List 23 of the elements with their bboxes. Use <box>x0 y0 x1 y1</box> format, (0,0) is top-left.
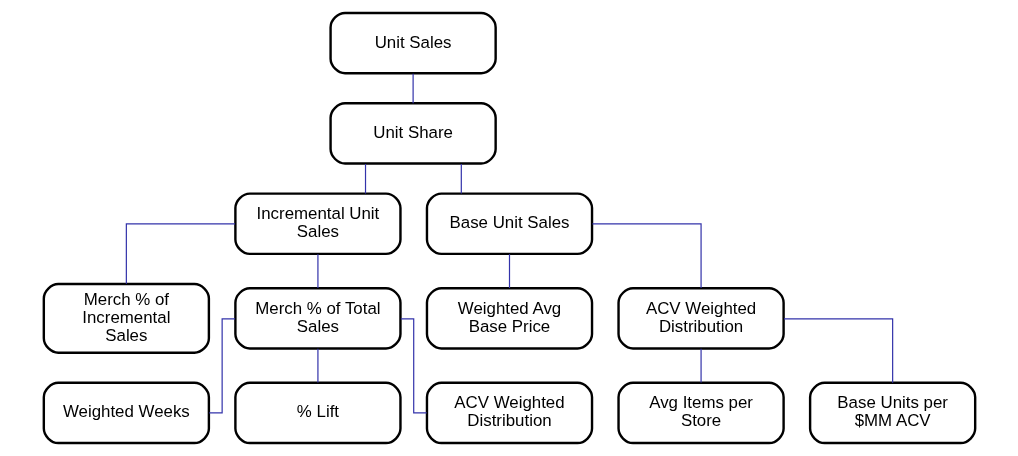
connector <box>125 223 236 285</box>
node-box: Weighted Avg Base Price <box>425 287 593 350</box>
node-box: Weighted Weeks <box>42 381 210 445</box>
connector <box>460 163 462 195</box>
node-box: Base Unit Sales <box>425 192 593 256</box>
node-box: Unit Share <box>328 102 497 165</box>
node-box: Unit Sales <box>328 11 497 75</box>
connector <box>782 318 893 384</box>
connector <box>316 348 319 384</box>
node-box: Incremental Unit Sales <box>233 192 402 256</box>
node-box: ACV Weighted Distribution <box>616 287 785 350</box>
connector <box>364 163 366 195</box>
node-box: Merch % of Incremental Sales <box>42 282 210 354</box>
connector <box>508 253 510 289</box>
node-box: Avg Items per Store <box>616 381 785 445</box>
connector <box>699 348 702 384</box>
connector <box>412 73 414 104</box>
node-box: Base Units per $MM ACV <box>808 381 976 445</box>
node-box: Merch % of Total Sales <box>233 287 402 350</box>
node-box: ACV Weighted Distribution <box>425 381 593 445</box>
connector <box>316 253 319 289</box>
node-box: % Lift <box>233 381 402 445</box>
connector <box>591 223 702 289</box>
